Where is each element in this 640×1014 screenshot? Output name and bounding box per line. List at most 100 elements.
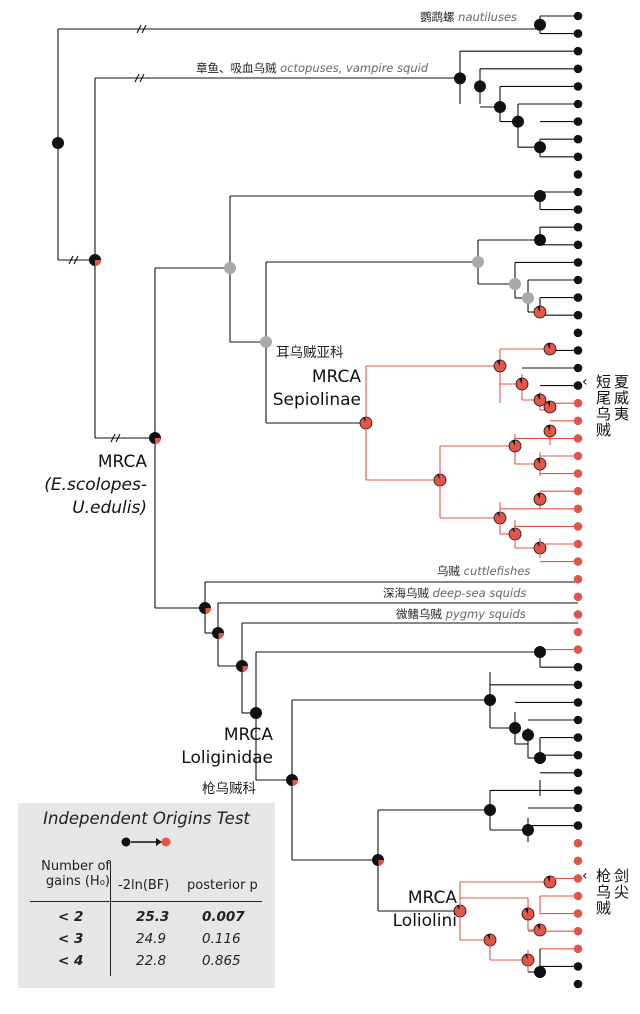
tip-dot	[573, 557, 583, 566]
tree-branch	[73, 255, 79, 265]
mrca-root-label: MRCA (E.scolopes- U.edulis)	[44, 452, 147, 518]
tip-dot	[573, 275, 583, 285]
tip-dot	[573, 962, 583, 971]
tip-dot	[573, 698, 583, 707]
header-rule	[30, 901, 262, 902]
tip-dot	[573, 152, 583, 162]
node-black	[534, 646, 546, 658]
node-mixed-slice	[218, 633, 224, 639]
node-mixed-slice	[292, 780, 298, 786]
tip-dot	[573, 99, 583, 109]
node-red-slice	[437, 474, 440, 480]
node-mixed-slice	[378, 860, 384, 866]
tip-dot	[573, 82, 583, 91]
node-black	[534, 18, 546, 31]
sepiolinae-family-label: 耳乌贼亚科	[276, 345, 344, 361]
tip-dot	[573, 522, 583, 531]
mrca-sepiolinae-label: MRCA Sepiolinae	[272, 367, 361, 410]
tip-dot	[573, 187, 583, 197]
clade-label-nautiluses: 鹦鹉螺 nautiluses	[420, 10, 518, 24]
tip-dot	[573, 469, 583, 478]
row-gains: < 4	[58, 953, 84, 969]
tip-dot	[573, 627, 583, 637]
tip-dot	[573, 944, 583, 954]
tip-dot	[573, 363, 583, 373]
tip-dot	[573, 117, 583, 126]
node-mixed-slice	[155, 438, 161, 444]
node-red-slice	[537, 306, 540, 312]
tip-dot	[573, 768, 583, 778]
header-bf: -2ln(BF)	[118, 878, 170, 893]
tree-branch	[68, 255, 74, 265]
tip-dot	[573, 662, 583, 672]
node-grey	[224, 262, 236, 274]
node-mixed-slice	[95, 260, 101, 266]
loliginidae-family-label: 枪乌贼科	[202, 781, 256, 797]
node-grey	[522, 292, 534, 304]
tip-dot	[573, 381, 583, 390]
tip-dot	[573, 926, 583, 936]
node-red-slice	[457, 905, 460, 911]
node-red-slice	[525, 954, 528, 960]
node-red-slice	[512, 440, 515, 446]
clade-label-cuttlefishes: 乌贼 cuttlefishes	[437, 564, 531, 578]
node-red-slice	[363, 417, 366, 423]
tip-dot	[573, 346, 583, 355]
tip-dot	[573, 821, 583, 830]
tip-dot	[573, 856, 583, 866]
node-red-slice	[487, 934, 490, 940]
tip-dot	[573, 310, 583, 320]
column-rule	[110, 861, 111, 976]
tip-dot	[573, 715, 583, 725]
node-grey	[260, 336, 272, 348]
clade-label-octopuses: 章鱼、吸血乌贼 octopuses, vampire squid	[196, 61, 429, 75]
tip-dot	[573, 205, 583, 214]
bobtail-label-col1: 短 尾 乌 贼	[596, 373, 612, 439]
spearsquid-label-col2: 剑 尖	[614, 867, 630, 901]
tip-dot	[573, 328, 583, 338]
tip-dot	[573, 539, 583, 549]
tip-dot	[573, 486, 583, 496]
tip-dot	[573, 909, 583, 918]
tip-dot	[573, 645, 583, 654]
node-red-slice	[519, 378, 522, 384]
tip-dot	[573, 803, 583, 813]
row-gains: < 2	[58, 909, 84, 925]
tree-branch	[139, 73, 145, 83]
clade-label-deepsea: 深海乌贼 deep-sea squids	[383, 586, 527, 600]
tree-branch	[115, 433, 121, 443]
node-red-slice	[537, 493, 540, 500]
node-red-slice	[547, 876, 550, 882]
node-red-slice	[497, 512, 500, 518]
tip-dot	[573, 46, 583, 56]
tip-dot	[573, 592, 583, 602]
tip-dot	[573, 134, 583, 144]
tip-dot	[573, 891, 583, 901]
node-black	[534, 190, 546, 202]
node-red-slice	[537, 542, 540, 548]
tip-dot	[573, 750, 583, 760]
tip-dot	[573, 451, 583, 461]
panel-title: Independent Origins Test	[43, 809, 250, 828]
tree-branch	[141, 24, 147, 34]
tip-dot	[573, 170, 583, 179]
tip-dot	[573, 434, 583, 443]
node-black	[534, 966, 546, 978]
spearsquid-label-col1: 枪 乌 贼	[596, 867, 612, 917]
tip-dot	[573, 398, 583, 408]
row-bf: 24.9	[136, 931, 167, 947]
tip-dot	[573, 786, 583, 795]
tip-dot	[573, 416, 583, 426]
node-black	[474, 80, 486, 93]
node-red-slice	[547, 401, 550, 407]
node-red-slice	[537, 394, 540, 400]
tip-dot	[573, 874, 583, 883]
bobtail-label-col2: 夏 威 夷	[614, 373, 630, 423]
row-p: 0.116	[202, 931, 241, 947]
tree-branch	[134, 73, 140, 83]
node-mixed-slice	[242, 666, 248, 672]
node-red-slice	[537, 458, 540, 464]
tip-dot	[573, 504, 583, 514]
tip-dot	[573, 240, 583, 250]
